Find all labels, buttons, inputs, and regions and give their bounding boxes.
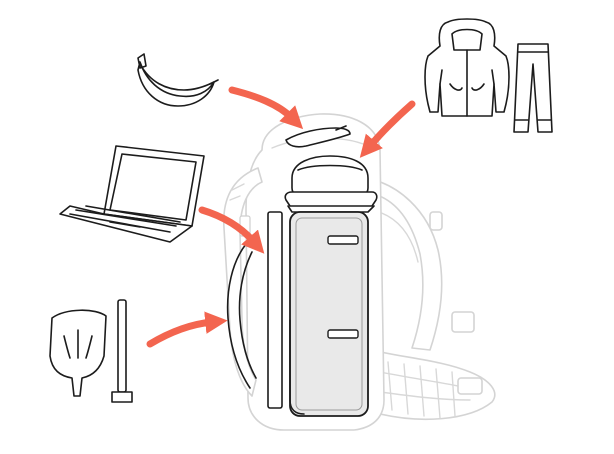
arrow-banana-to-lid [228,86,304,130]
shovel-pocket [226,243,257,389]
shovel-shaft-icon [111,299,133,403]
pants-icon [513,43,553,133]
top-compartment [284,125,378,213]
jacket-icon [424,18,510,117]
arrow-clothes-to-top [359,100,416,158]
shovel-blade-icon [49,309,107,397]
arrows [146,86,416,348]
arrow-laptop-to-sleeve [198,206,265,254]
banana-icon [137,53,219,107]
main-compartment [289,211,369,417]
arrow-shovel-to-pocket [146,311,228,348]
laptop-icon [59,145,205,243]
